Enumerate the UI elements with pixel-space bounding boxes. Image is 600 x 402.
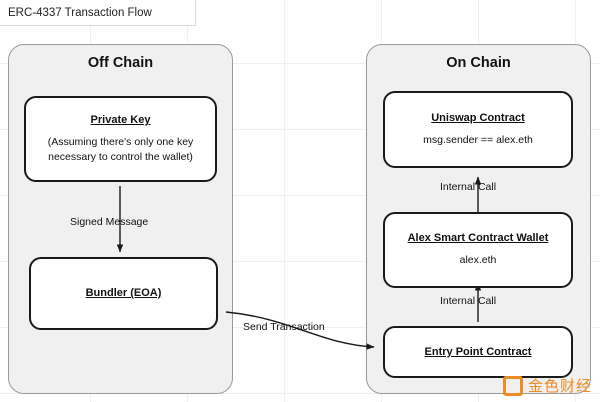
node-bundler-title: Bundler (EOA) xyxy=(85,287,162,300)
lane-on-chain-label: On Chain xyxy=(446,55,511,71)
node-uniswap-title: Uniswap Contract xyxy=(431,111,525,124)
node-entry-point-title: Entry Point Contract xyxy=(424,345,532,358)
edge-label-internal-call-upper: Internal Call xyxy=(440,181,497,193)
page-title: ERC-4337 Transaction Flow xyxy=(8,6,152,19)
diagram-title-tab: ERC-4337 Transaction Flow xyxy=(0,0,196,26)
watermark: 金色财经 xyxy=(502,375,592,396)
node-private-key-sub: (Assuming there's only one key necessary… xyxy=(47,135,194,163)
edge-label-signed-message: Signed Message xyxy=(70,216,149,228)
watermark-text: 金色财经 xyxy=(527,377,592,395)
lane-off-chain-label: Off Chain xyxy=(87,55,154,71)
edge-label-internal-call-lower: Internal Call xyxy=(440,295,497,307)
edge-label-send-transaction: Send Transaction xyxy=(243,321,325,333)
watermark-logo-icon xyxy=(502,375,523,396)
node-entry-point-contract[interactable]: Entry Point Contract xyxy=(383,326,573,378)
node-uniswap-sub: msg.sender == alex.eth xyxy=(423,133,533,146)
node-private-key[interactable]: Private Key (Assuming there's only one k… xyxy=(24,96,217,182)
node-alex-smart-contract-wallet[interactable]: Alex Smart Contract Wallet alex.eth xyxy=(383,212,573,288)
node-smart-wallet-sub: alex.eth xyxy=(459,254,497,267)
node-smart-wallet-title: Alex Smart Contract Wallet xyxy=(407,232,549,245)
node-bundler[interactable]: Bundler (EOA) xyxy=(29,257,218,330)
node-uniswap-contract[interactable]: Uniswap Contract msg.sender == alex.eth xyxy=(383,91,573,168)
node-private-key-title: Private Key xyxy=(90,113,151,126)
